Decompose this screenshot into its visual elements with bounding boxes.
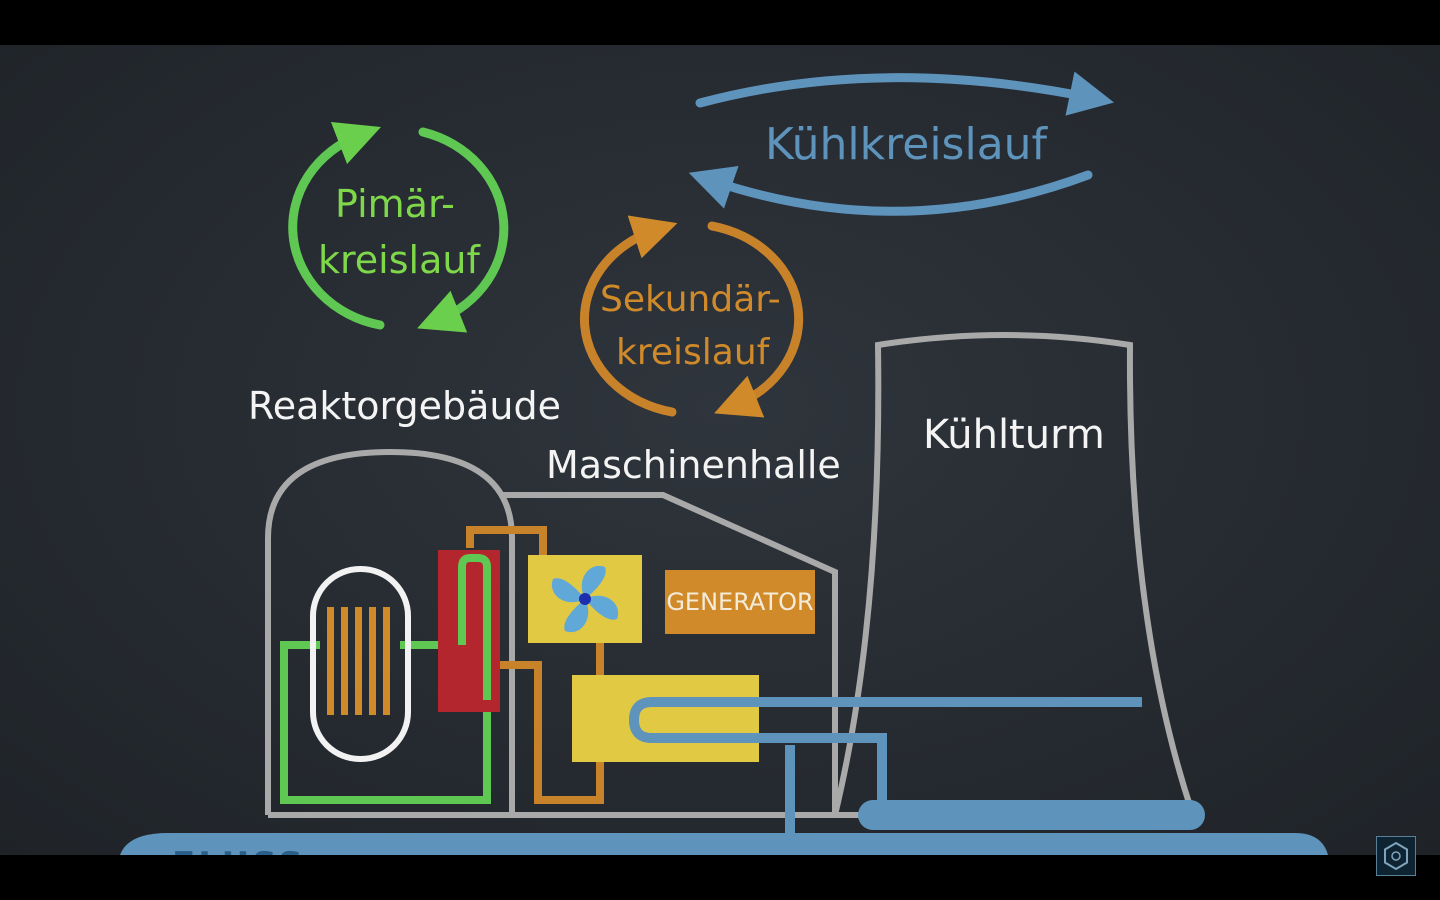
secondary-circuit-arrows [580, 215, 804, 418]
cooling-circuit-label: Kühlkreislauf [765, 119, 1048, 170]
chalkboard-diagram: Pimär- kreislauf Sekundär- kreislauf Küh… [0, 45, 1440, 855]
cooling-tower-outline [832, 332, 1195, 816]
hexagon-logo-icon[interactable] [1376, 836, 1416, 876]
fan-icon [551, 565, 619, 633]
reactor-vessel [310, 566, 411, 762]
powerplant-diagram [120, 71, 1328, 855]
cooling-circuit-arrows [688, 71, 1115, 216]
cooling-basin [858, 800, 1205, 830]
machine-hall-label: Maschinenhalle [546, 443, 841, 487]
river-label: FLUSS [172, 845, 306, 855]
cooling-water-pipe [628, 697, 1142, 812]
primary-circuit-label-line2: kreislauf [318, 238, 480, 282]
cooling-tower-label: Kühlturm [923, 412, 1105, 458]
generator-label: GENERATOR [665, 570, 815, 634]
secondary-circuit-label-line2: kreislauf [616, 332, 770, 373]
condenser [572, 675, 759, 762]
river [120, 833, 1328, 855]
reactor-building-label: Reaktorgebäude [248, 384, 561, 428]
fuel-rods [327, 607, 390, 715]
primary-circuit-arrows [288, 122, 509, 333]
machine-hall-outline [500, 492, 838, 815]
reactor-building-outline [265, 448, 515, 815]
secondary-circuit-label-line1: Sekundär- [600, 279, 781, 320]
primary-circuit-label-line1: Pimär- [335, 182, 455, 226]
